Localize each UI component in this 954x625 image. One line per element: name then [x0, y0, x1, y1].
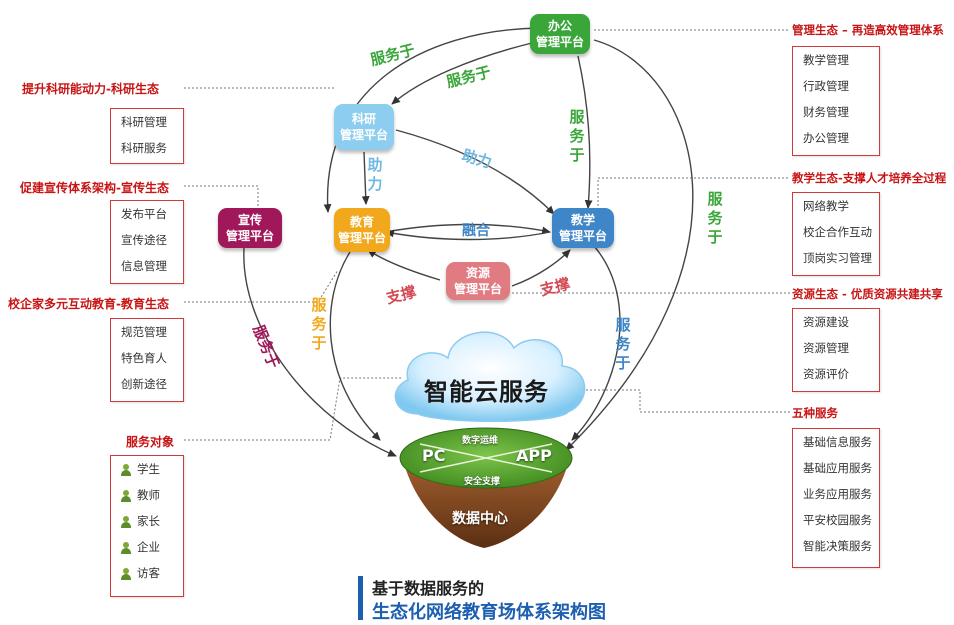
island-security-label: 安全支撑: [464, 477, 501, 487]
research-platform-line1: 科研: [351, 112, 376, 126]
resource-platform-line1: 资源: [465, 266, 490, 280]
list-item: 校企合作互动: [803, 225, 872, 239]
edge-label-serve-teaching: 服务于: [615, 316, 631, 372]
teaching-platform-line1: 教学: [570, 213, 595, 227]
research-platform-line2: 管理平台: [339, 128, 388, 142]
audience-parent: 家长: [137, 514, 160, 528]
student-icon: [121, 463, 131, 476]
list-item: 家长: [111, 508, 183, 534]
office-platform-line1: 办公: [547, 19, 572, 33]
office-platform-node[interactable]: 办公 管理平台: [530, 14, 590, 54]
list-item: 创新途径: [121, 377, 167, 391]
list-item: 学生: [111, 456, 183, 482]
island-app-label: APP: [516, 446, 552, 465]
audience-visitor: 访客: [137, 566, 160, 580]
right-section-box-teaching: 网络教学 校企合作互动 顶岗实习管理: [792, 192, 880, 276]
research-platform-node[interactable]: 科研 管理平台: [334, 104, 394, 150]
list-item: 资源管理: [803, 341, 849, 355]
audience-student: 学生: [137, 462, 160, 476]
list-item: 基础信息服务: [803, 435, 872, 449]
title-accent-bar: [358, 576, 363, 620]
list-item: 办公管理: [803, 131, 849, 145]
list-item: 资源建设: [803, 315, 849, 329]
publicity-platform-line2: 管理平台: [225, 229, 274, 243]
list-item: 科研服务: [121, 141, 167, 155]
resource-platform-node[interactable]: 资源 管理平台: [446, 262, 510, 300]
island-pc-label: PC: [422, 446, 446, 465]
list-item: 顶岗实习管理: [803, 251, 872, 265]
left-section-box-publicity: 发布平台 宣传途径 信息管理: [110, 200, 184, 284]
data-island: [399, 427, 573, 548]
enterprise-icon: [121, 541, 131, 554]
resource-platform-line2: 管理平台: [453, 282, 502, 296]
arrows: [243, 27, 694, 457]
list-item: 资源评价: [803, 367, 849, 381]
left-section-box-audience: 学生 教师 家长 企业 访客: [110, 455, 184, 597]
left-section-title-research: 提升科研能动力-科研生态: [22, 82, 159, 96]
right-section-box-services: 基础信息服务 基础应用服务 业务应用服务 平安校园服务 智能决策服务: [792, 428, 880, 568]
list-item: 宣传途径: [121, 233, 167, 247]
left-section-box-education: 规范管理 特色育人 创新途径: [110, 318, 184, 402]
island-ops-label: 数字运维: [462, 436, 499, 446]
audience-teacher: 教师: [137, 488, 160, 502]
left-section-title-audience: 服务对象: [126, 435, 175, 449]
leader-lines: [184, 29, 790, 441]
education-platform-node[interactable]: 教育 管理平台: [334, 208, 390, 252]
teaching-platform-node[interactable]: 教学 管理平台: [552, 208, 614, 248]
edge-label-serve-office-down: 服务于: [569, 108, 585, 164]
list-item: 财务管理: [803, 105, 849, 119]
edge-label-serve-far-right: 服务于: [707, 190, 723, 246]
edge-label-assist-down: 助力: [367, 156, 383, 193]
right-section-box-management: 教学管理 行政管理 财务管理 办公管理: [792, 46, 880, 156]
parent-icon: [121, 515, 131, 528]
edge-label-merge: 融合: [462, 223, 490, 239]
list-item: 企业: [111, 534, 183, 560]
visitor-icon: [121, 567, 131, 580]
list-item: 教师: [111, 482, 183, 508]
cloud-shape: [394, 331, 586, 423]
teacher-icon: [121, 489, 131, 502]
publicity-platform-node[interactable]: 宣传 管理平台: [218, 208, 282, 248]
list-item: 访客: [111, 560, 183, 586]
left-section-title-education: 校企家多元互动教育-教育生态: [8, 297, 169, 311]
data-center-label: 数据中心: [452, 511, 508, 527]
right-section-box-resource: 资源建设 资源管理 资源评价: [792, 308, 880, 392]
list-item: 行政管理: [803, 79, 849, 93]
edge-label-serve-education: 服务于: [311, 296, 327, 352]
diagram-title-line1: 基于数据服务的: [372, 579, 485, 598]
list-item: 基础应用服务: [803, 461, 872, 475]
right-section-title-management: 管理生态 – 再造高效管理体系: [792, 23, 944, 37]
list-item: 教学管理: [803, 53, 849, 67]
cloud-service-label: 智能云服务: [424, 378, 549, 406]
teaching-platform-line2: 管理平台: [558, 229, 607, 243]
audience-enterprise: 企业: [137, 540, 160, 554]
list-item: 科研管理: [121, 115, 167, 129]
left-section-box-research: 科研管理 科研服务: [110, 108, 184, 164]
left-section-title-publicity: 促建宣传体系架构-宣传生态: [20, 181, 169, 195]
list-item: 规范管理: [121, 325, 167, 339]
list-item: 发布平台: [121, 207, 167, 221]
list-item: 平安校园服务: [803, 513, 872, 527]
list-item: 特色育人: [121, 351, 167, 365]
list-item: 智能决策服务: [803, 539, 872, 553]
list-item: 信息管理: [121, 259, 167, 273]
education-platform-line1: 教育: [349, 215, 374, 229]
diagram-title-line2: 生态化网络教育场体系架构图: [372, 602, 606, 623]
list-item: 业务应用服务: [803, 487, 872, 501]
publicity-platform-line1: 宣传: [237, 213, 262, 227]
right-section-title-teaching: 教学生态-支撑人才培养全过程: [792, 171, 947, 185]
education-platform-line2: 管理平台: [337, 231, 386, 245]
office-platform-line2: 管理平台: [535, 35, 584, 49]
right-section-title-resource: 资源生态 - 优质资源共建共享: [792, 287, 943, 301]
right-section-title-services: 五种服务: [792, 406, 838, 420]
list-item: 网络教学: [803, 199, 849, 213]
